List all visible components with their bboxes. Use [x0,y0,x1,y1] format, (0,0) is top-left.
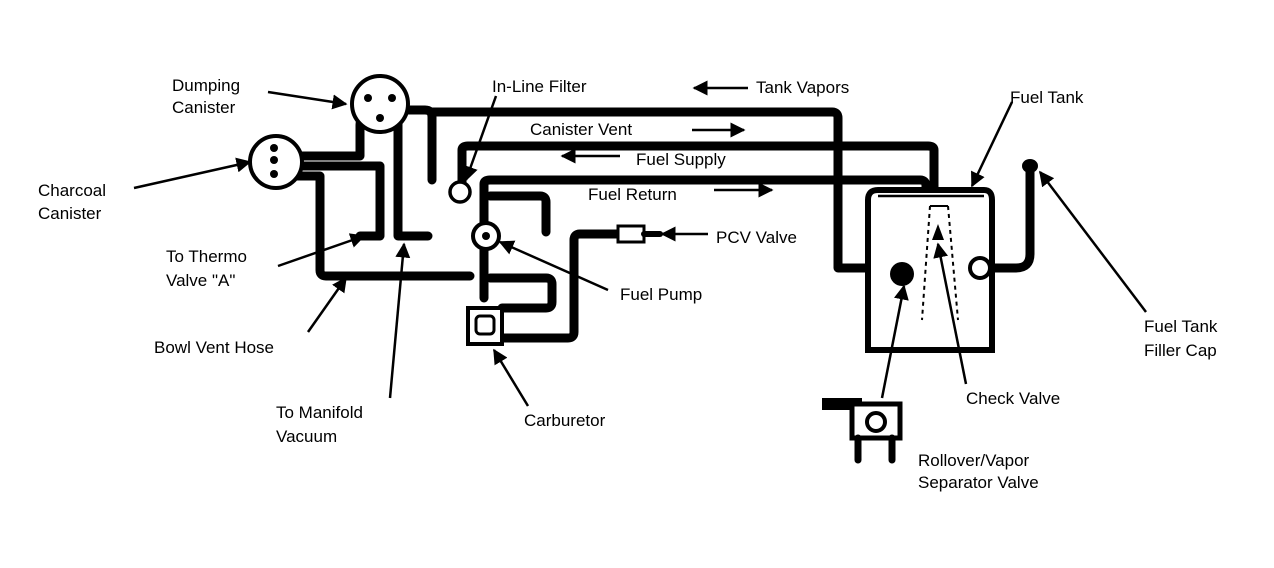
label-canister-vent: Canister Vent [530,120,632,139]
in-line-filter [448,180,472,204]
pcv-valve [616,224,663,244]
label-charcoal-canister: Charcoal Canister [38,181,111,223]
label-bowl-vent-hose: Bowl Vent Hose [154,338,274,357]
fuel-supply-hose [457,141,939,203]
label-fuel-tank-filler-cap: Fuel Tank Filler Cap [1144,317,1222,360]
pcv-hose [497,229,623,343]
rollover-vapor-separator-valve [822,262,914,464]
label-to-thermo-valve: To Thermo Valve "A" [166,247,252,290]
label-rollover-vapor-separator-valve: Rollover/Vapor Separator Valve [918,451,1039,492]
label-fuel-tank: Fuel Tank [1010,88,1084,107]
charcoal-canister [248,134,304,190]
check-valve [932,224,944,240]
label-tank-vapors: Tank Vapors [756,78,849,97]
label-dumping-canister: Dumping Canister [172,76,245,117]
fuel-pump [471,221,501,251]
dumping-canister [350,74,410,134]
leader-lines [133,90,1147,407]
filler-neck [977,167,1035,273]
fuel-pump-hoses [479,191,557,313]
label-fuel-return: Fuel Return [588,185,677,204]
label-pcv-valve: PCV Valve [716,228,797,247]
label-in-line-filter: In-Line Filter [492,77,587,96]
label-to-manifold-vacuum: To Manifold Vacuum [276,403,368,446]
filler-cap-fitting [968,159,1038,280]
label-carburetor: Carburetor [524,411,606,430]
label-check-valve: Check Valve [966,389,1060,408]
label-fuel-pump: Fuel Pump [620,285,702,304]
label-fuel-supply: Fuel Supply [636,150,726,169]
carburetor [466,306,504,346]
fuel-return-hose [479,175,931,233]
